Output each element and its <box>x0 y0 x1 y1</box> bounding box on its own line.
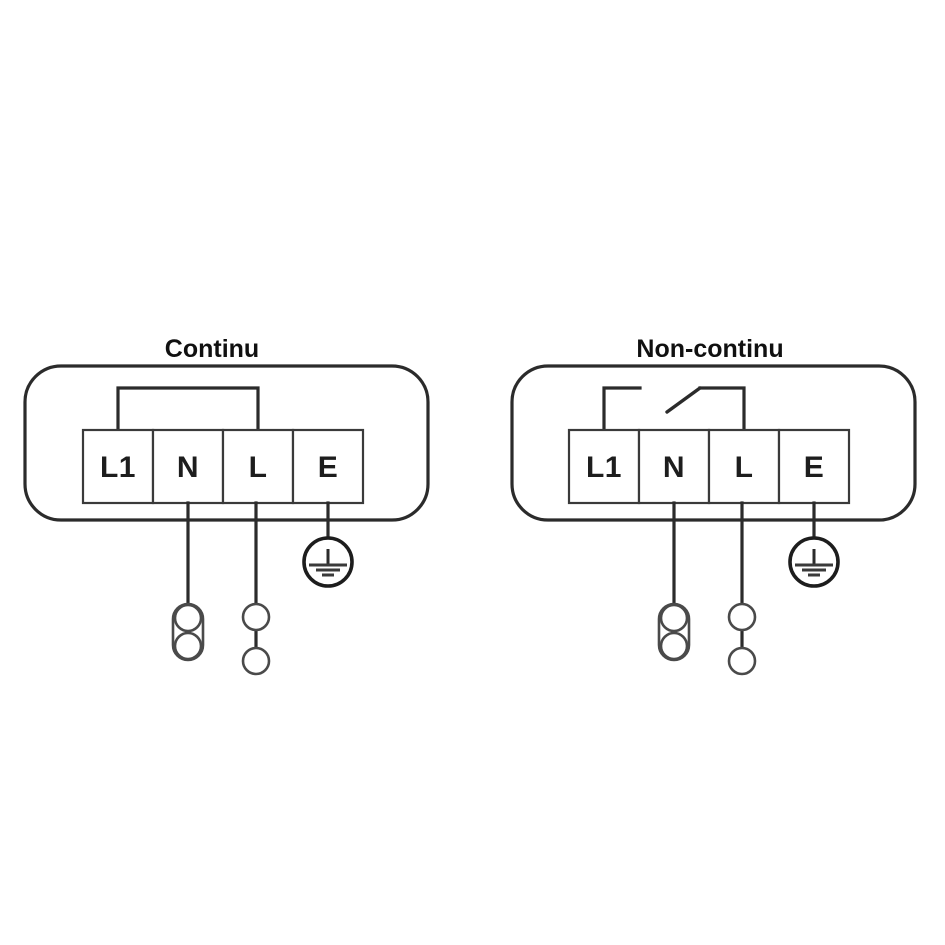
terminal-block-non-continu <box>567 428 851 505</box>
ring-connector-icon-top[interactable] <box>241 602 271 632</box>
drop-wires-non-continu <box>672 501 816 606</box>
cable-connectors-non-continu <box>657 602 757 676</box>
capsule-ring-top <box>659 603 689 633</box>
diagram-non-continu: Non-continu L1 N L E <box>510 335 917 676</box>
earth-ground-icon-continu <box>302 536 354 588</box>
ring-connector-icon-bottom[interactable] <box>241 646 271 676</box>
terminal-cell-n[interactable] <box>637 428 711 505</box>
terminal-label-e: E <box>804 451 825 484</box>
terminal-labels-continu: L1 N L E <box>100 451 338 484</box>
jumper-wire-continu <box>116 386 260 432</box>
capsule-ring-bottom <box>659 631 689 661</box>
capsule-ring-top <box>173 603 203 633</box>
terminal-cell-l1[interactable] <box>567 428 641 505</box>
capsule-ring-bottom <box>173 631 203 661</box>
terminal-cell-l[interactable] <box>221 428 295 505</box>
terminal-label-e: E <box>318 451 339 484</box>
open-switch-icon <box>665 386 702 414</box>
diagram-continu: Continu L1 N L E <box>23 335 430 676</box>
terminal-label-n: N <box>663 451 685 484</box>
terminal-label-n: N <box>177 451 199 484</box>
diagram-title-continu: Continu <box>165 335 259 363</box>
terminal-label-l: L <box>249 451 268 484</box>
ring-connector-icon-top[interactable] <box>727 602 757 632</box>
cable-connectors-continu <box>171 602 271 676</box>
ring-connector-icon-bottom[interactable] <box>727 646 757 676</box>
terminal-label-l1: L1 <box>586 451 622 484</box>
earth-ground-icon-non-continu <box>788 536 840 588</box>
diagram-title-non-continu: Non-continu <box>636 335 783 363</box>
drop-wires-continu <box>186 501 330 606</box>
terminal-labels-non-continu: L1 N L E <box>586 451 824 484</box>
terminal-cell-e[interactable] <box>777 428 851 505</box>
jumper-wire-non-continu <box>602 386 746 432</box>
terminal-label-l1: L1 <box>100 451 136 484</box>
terminal-cell-l[interactable] <box>707 428 781 505</box>
terminal-cell-l1[interactable] <box>81 428 155 505</box>
terminal-label-l: L <box>735 451 754 484</box>
